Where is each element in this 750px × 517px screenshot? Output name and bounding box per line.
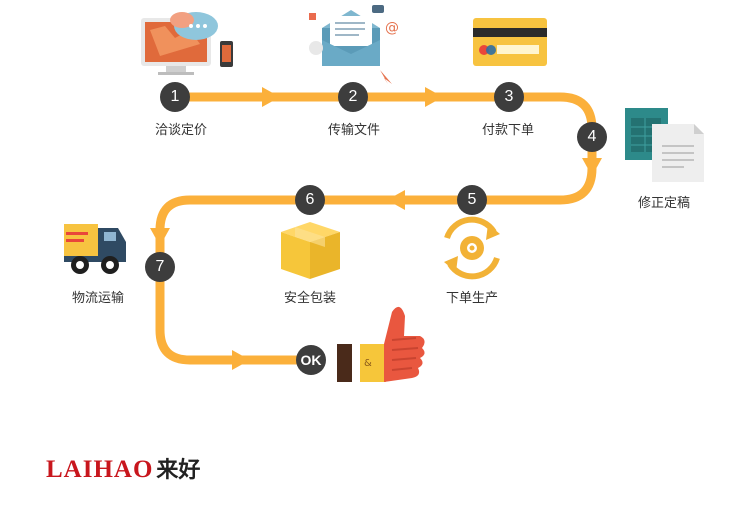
step-5-badge: 5 [457, 185, 487, 215]
arrow-7-ok [232, 350, 250, 370]
step-2-badge: 2 [338, 82, 368, 112]
arrow-5-6 [387, 190, 405, 210]
step-3-label: 付款下单 [481, 123, 535, 138]
arrow-6-7 [150, 228, 170, 246]
step-6-badge: 6 [295, 185, 325, 215]
step-1-badge: 1 [160, 82, 190, 112]
step-7-label: 物流运输 [71, 291, 125, 306]
email-envelope-icon: @ [309, 5, 399, 84]
arrow-1-2 [262, 87, 280, 107]
step-4-label: 修正定稿 [637, 196, 691, 211]
step-3-badge: 3 [494, 82, 524, 112]
thumbs-up-icon: & [337, 306, 425, 382]
brand-logo: LAIHAO 来好 [46, 452, 200, 484]
package-box-icon [281, 222, 340, 279]
svg-text:@: @ [385, 20, 399, 36]
step-7-badge: 7 [145, 252, 175, 282]
logo-chinese-text: 来好 [156, 458, 201, 483]
document-spreadsheet-icon [625, 108, 704, 182]
gear-cycle-icon [444, 216, 500, 280]
step-ok-badge: OK [296, 345, 326, 375]
credit-card-icon [473, 18, 547, 66]
step-1-label: 洽谈定价 [154, 123, 208, 138]
step-2-label: 传输文件 [327, 123, 381, 138]
step-4-badge: 4 [577, 122, 607, 152]
computer-chat-icon [141, 12, 233, 75]
logo-latin-text: LAIHAO [46, 456, 154, 483]
step-6-label: 安全包装 [283, 291, 337, 306]
flow-line [155, 92, 597, 365]
arrow-2-3 [425, 87, 443, 107]
delivery-truck-icon [64, 224, 126, 274]
arrow-3-4 [582, 158, 602, 176]
svg-text:&: & [364, 358, 372, 369]
step-5-label: 下单生产 [445, 291, 499, 306]
